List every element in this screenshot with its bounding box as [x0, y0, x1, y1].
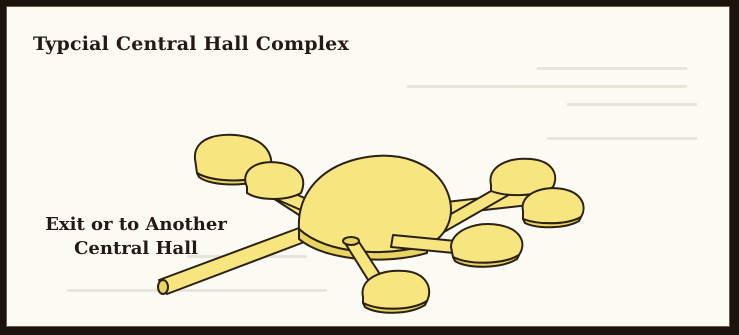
small-chamber-right	[523, 188, 584, 227]
exit-corridor	[158, 228, 307, 294]
small-chamber-lower-right	[451, 224, 522, 267]
diagram-panel: Typcial Central Hall Complex Exit or to …	[6, 6, 730, 327]
small-chamber-bottom	[363, 271, 430, 313]
small-chamber-left	[245, 162, 303, 199]
central-hall-diagram: .fill { fill: #f7e57f; stroke: #2b2117; …	[7, 7, 731, 328]
